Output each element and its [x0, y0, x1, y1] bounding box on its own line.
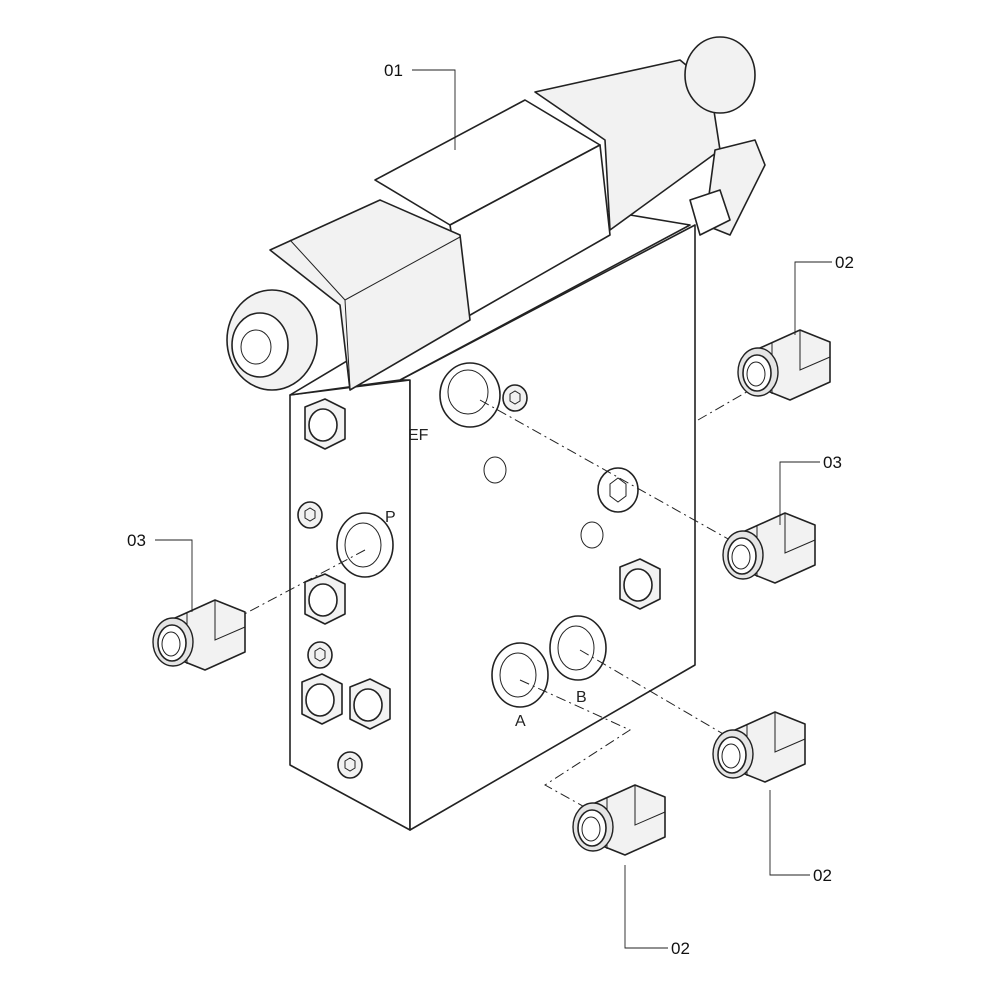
fitting-02-right — [712, 711, 806, 783]
callout-02-bottom: 02 — [671, 939, 690, 958]
leader-lines — [155, 69, 832, 949]
fitting-02-top — [737, 329, 831, 401]
callout-02-right: 02 — [813, 866, 832, 885]
solenoid-valve — [226, 36, 766, 391]
assembly-centerlines — [204, 389, 751, 811]
fitting-03-left — [152, 599, 246, 671]
callout-01: 01 — [384, 61, 403, 80]
port-label-b: B — [576, 689, 587, 706]
fitting-02-bottom — [572, 784, 666, 856]
callout-03-right: 03 — [823, 453, 842, 472]
port-label-p: P — [385, 509, 396, 526]
port-label-ef: EF — [408, 427, 429, 444]
port-label-a: A — [515, 713, 526, 730]
block-ports — [297, 362, 661, 779]
callout-02-top: 02 — [835, 253, 854, 272]
callout-03-left: 03 — [127, 531, 146, 550]
fitting-03-right — [722, 512, 816, 584]
